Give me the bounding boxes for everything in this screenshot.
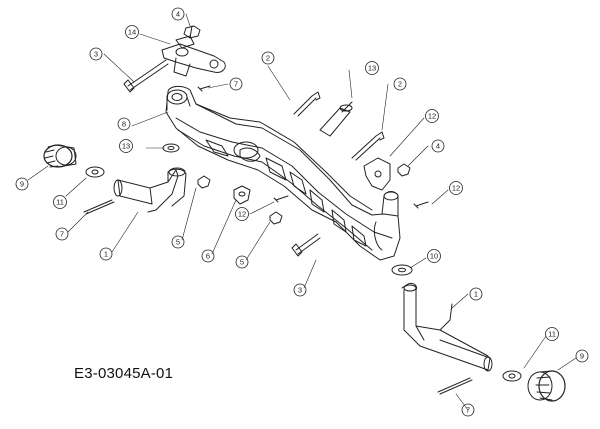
callout-7-left: 7 <box>55 227 69 241</box>
leader-lines <box>27 13 577 411</box>
callout-13-top: 13 <box>365 61 379 75</box>
svg-text:10: 10 <box>430 252 438 261</box>
callout-5-center: 5 <box>235 255 249 269</box>
axle-beam <box>165 85 401 261</box>
cotter-pin-left <box>83 199 115 215</box>
washer-right-11 <box>502 370 522 382</box>
callout-11-left: 11 <box>53 195 67 209</box>
wheel-hub-left <box>43 144 77 168</box>
spindle-left <box>113 167 187 213</box>
callout-11-right: 11 <box>545 327 559 341</box>
steering-bracket <box>161 35 226 77</box>
nut-5-left <box>197 175 211 189</box>
callout-3-top: 3 <box>89 47 103 61</box>
svg-text:13: 13 <box>122 142 130 151</box>
wheel-hub-right <box>527 370 566 402</box>
svg-text:13: 13 <box>368 64 376 73</box>
callout-6: 6 <box>201 249 215 263</box>
callout-3-bottom: 3 <box>293 283 307 297</box>
bolt-bottom <box>291 233 321 257</box>
bushing-13-top <box>319 101 353 137</box>
svg-text:12: 12 <box>452 184 460 193</box>
washer-right-10 <box>391 264 413 276</box>
svg-text:8: 8 <box>122 120 126 129</box>
svg-text:9: 9 <box>580 352 584 361</box>
svg-text:4: 4 <box>176 10 180 19</box>
callout-9-left: 9 <box>15 177 29 191</box>
svg-text:3: 3 <box>298 286 302 295</box>
bolt-2-left <box>293 91 321 117</box>
svg-text:2: 2 <box>266 54 270 63</box>
svg-text:1: 1 <box>474 290 478 299</box>
callout-8: 8 <box>117 117 131 131</box>
callout-7-right: 7 <box>461 403 475 417</box>
callout-2-right: 2 <box>393 77 407 91</box>
callout-12-top: 12 <box>425 109 439 123</box>
screw-12-right <box>413 201 429 209</box>
svg-text:12: 12 <box>428 112 436 121</box>
svg-text:7: 7 <box>234 80 238 89</box>
svg-text:5: 5 <box>176 238 180 247</box>
nut-5-center <box>269 211 283 225</box>
svg-text:11: 11 <box>56 198 64 207</box>
nut-top <box>183 25 201 39</box>
svg-text:1: 1 <box>104 250 108 259</box>
callout-4-top: 4 <box>171 7 185 21</box>
callout-12-center: 12 <box>235 207 249 221</box>
bolt-2-right <box>351 131 385 161</box>
callout-7-top: 7 <box>229 77 243 91</box>
svg-text:12: 12 <box>238 210 246 219</box>
callout-1-right: 1 <box>469 287 483 301</box>
svg-text:6: 6 <box>206 252 210 261</box>
callout-13-left: 13 <box>119 139 133 153</box>
washer-13-left <box>162 143 180 153</box>
svg-text:5: 5 <box>240 258 244 267</box>
callout-10: 10 <box>427 249 441 263</box>
svg-text:9: 9 <box>20 180 24 189</box>
svg-text:7: 7 <box>60 230 64 239</box>
screw-12-center <box>273 195 289 203</box>
callout-14: 14 <box>125 25 139 39</box>
callout-1-left: 1 <box>99 247 113 261</box>
nut-6 <box>233 185 251 205</box>
cotter-pin-right <box>437 377 473 395</box>
drawing-reference-code: E3-03045A-01 <box>74 365 174 382</box>
svg-text:2: 2 <box>398 80 402 89</box>
svg-text:11: 11 <box>548 330 556 339</box>
steering-bracket-right <box>363 157 391 191</box>
nut-right <box>397 163 411 177</box>
callouts: 4 14 3 7 2 13 2 8 12 13 4 9 11 7 1 5 6 1… <box>15 7 589 417</box>
washer-left <box>85 166 105 178</box>
callout-12-right: 12 <box>449 181 463 195</box>
callout-2-left: 2 <box>261 51 275 65</box>
screw-top <box>197 85 211 92</box>
callout-4-right: 4 <box>431 139 445 153</box>
svg-text:14: 14 <box>128 28 136 37</box>
svg-text:4: 4 <box>436 142 440 151</box>
callout-5-left: 5 <box>171 235 185 249</box>
bolt-top-left <box>123 59 169 93</box>
spindle-right <box>401 283 493 372</box>
callout-9-right: 9 <box>575 349 589 363</box>
svg-text:3: 3 <box>94 50 98 59</box>
svg-text:7: 7 <box>466 406 470 415</box>
